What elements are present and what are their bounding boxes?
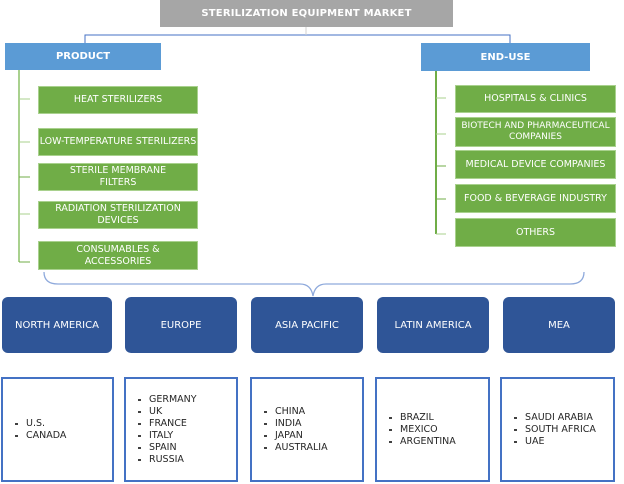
enduse-item-medical-device-companies: MEDICAL DEVICE COMPANIES <box>455 150 616 179</box>
country-item: CANADA <box>15 430 66 442</box>
region-asia-pacific: ASIA PACIFIC <box>251 297 363 353</box>
countries-mea: SAUDI ARABIA SOUTH AFRICA UAE <box>500 377 615 482</box>
product-item-sterile-membrane-filters: STERILE MEMBRANE FILTERS <box>38 163 198 191</box>
product-item-consumables-accessories: CONSUMABLES & ACCESSORIES <box>38 241 198 270</box>
country-item: ITALY <box>138 430 197 442</box>
product-item-low-temperature-sterilizers: LOW-TEMPERATURE STERILIZERS <box>38 128 198 156</box>
countries-europe: GERMANY UK FRANCE ITALY SPAIN RUSSIA <box>124 377 238 482</box>
country-item: CHINA <box>264 406 328 418</box>
country-item: SAUDI ARABIA <box>514 412 596 424</box>
countries-latin-america: BRAZIL MEXICO ARGENTINA <box>375 377 490 482</box>
product-item-heat-sterilizers: HEAT STERILIZERS <box>38 86 198 114</box>
country-item: ARGENTINA <box>389 436 456 448</box>
diagram-title: STERILIZATION EQUIPMENT MARKET <box>160 0 453 27</box>
countries-north-america: U.S. CANADA <box>1 377 114 482</box>
region-mea: MEA <box>503 297 615 353</box>
enduse-item-hospitals-clinics: HOSPITALS & CLINICS <box>455 85 616 113</box>
country-item: JAPAN <box>264 430 328 442</box>
region-europe: EUROPE <box>125 297 237 353</box>
country-item: UK <box>138 406 197 418</box>
enduse-item-biotech-pharma: BIOTECH AND PHARMACEUTICAL COMPANIES <box>455 117 616 147</box>
country-item: MEXICO <box>389 424 456 436</box>
country-item: SOUTH AFRICA <box>514 424 596 436</box>
title-connector <box>84 34 511 43</box>
country-item: BRAZIL <box>389 412 456 424</box>
region-brace <box>43 271 585 297</box>
country-item: SPAIN <box>138 442 197 454</box>
country-item: RUSSIA <box>138 454 197 466</box>
enduse-item-others: OTHERS <box>455 218 616 247</box>
region-north-america: NORTH AMERICA <box>2 297 112 353</box>
country-item: UAE <box>514 436 596 448</box>
product-category: PRODUCT <box>5 43 161 70</box>
region-latin-america: LATIN AMERICA <box>377 297 489 353</box>
enduse-category: END-USE <box>421 43 590 71</box>
enduse-item-food-beverage: FOOD & BEVERAGE INDUSTRY <box>455 184 616 213</box>
countries-asia-pacific: CHINA INDIA JAPAN AUSTRALIA <box>250 377 364 482</box>
country-item: U.S. <box>15 418 66 430</box>
product-item-radiation-sterilization-devices: RADIATION STERILIZATION DEVICES <box>38 201 198 229</box>
country-item: GERMANY <box>138 394 197 406</box>
country-item: FRANCE <box>138 418 197 430</box>
country-item: INDIA <box>264 418 328 430</box>
country-item: AUSTRALIA <box>264 442 328 454</box>
